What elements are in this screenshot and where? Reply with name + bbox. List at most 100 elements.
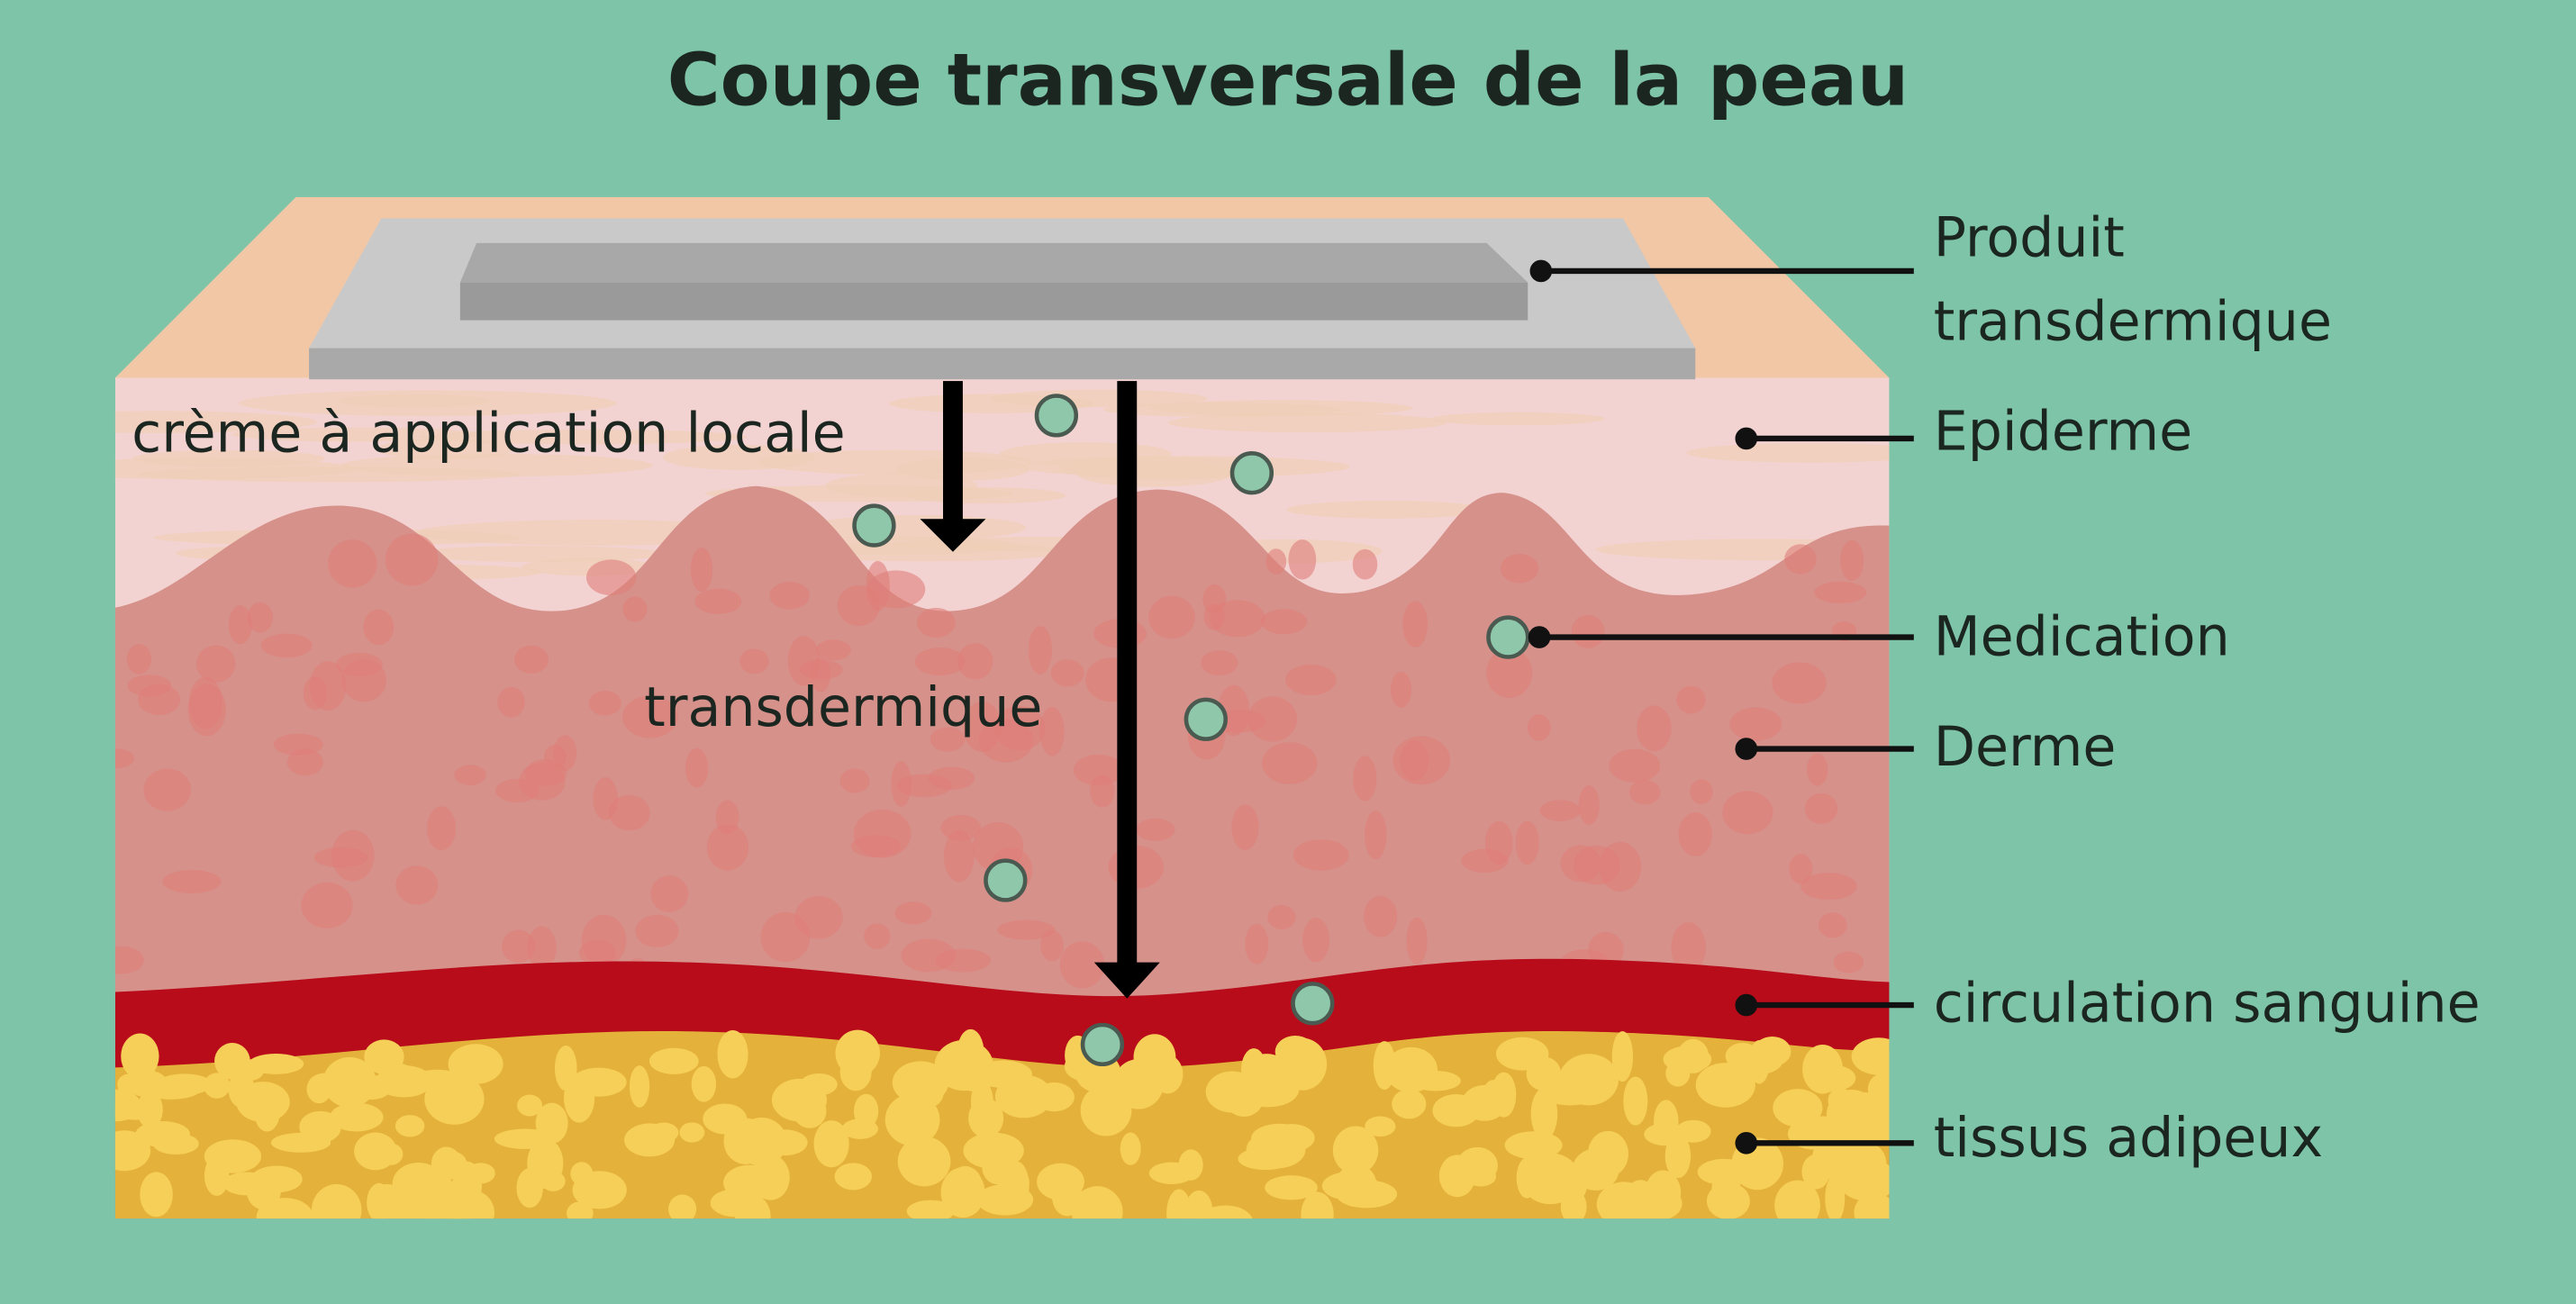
fat-cell (137, 1091, 163, 1128)
dermis-spot (1392, 736, 1451, 785)
fat-cell (1080, 1084, 1132, 1136)
fat-cell (214, 1043, 250, 1080)
fat-cells (114, 1028, 1890, 1219)
dermis-spot (247, 602, 273, 633)
dermis-spot (1028, 626, 1053, 675)
dermis-spot (1406, 917, 1428, 964)
fat-cell (734, 1194, 771, 1219)
epidermis-label: Epiderme (1934, 401, 2192, 464)
medication-particle-icon (1486, 615, 1530, 659)
fat-cell (1321, 1171, 1379, 1200)
fat-cell (306, 1074, 332, 1104)
dermis-spot (635, 914, 679, 948)
dermis-spot (1231, 804, 1259, 850)
fat-cell (649, 1047, 699, 1074)
dermis-spot (1059, 941, 1105, 989)
fat-cell (1631, 1186, 1683, 1219)
dermis-spot (1265, 548, 1287, 575)
dermis-spot (1391, 671, 1412, 708)
fat-cell (466, 1163, 495, 1184)
dermis-spot (739, 648, 769, 675)
dermis-spot (162, 870, 222, 894)
fat-cell (668, 1194, 697, 1219)
fat-cell (834, 1163, 872, 1191)
dermis-spot (1527, 714, 1551, 741)
fat-cell (1365, 1116, 1396, 1137)
product-label-line2: transdermique (1934, 291, 2332, 354)
dermis-spot (1302, 918, 1330, 963)
fat-cell (1854, 1192, 1890, 1219)
fat-cell (270, 1132, 331, 1153)
dermis-spot (850, 835, 902, 858)
fat-cell (554, 1046, 577, 1091)
dermis-spot (1365, 810, 1387, 860)
epidermis-streak (1076, 460, 1232, 487)
dermis-spot (943, 829, 975, 883)
dermis-spot (1804, 792, 1838, 824)
product-label-line1: Produit (1934, 206, 2125, 269)
transdermal-label: transdermique (644, 676, 1042, 739)
dermis-spot (1210, 600, 1265, 638)
fat-cell (1238, 1147, 1294, 1171)
fat-cell (934, 1039, 993, 1091)
dermis-spot (690, 548, 713, 593)
dermis-spot (1800, 873, 1857, 901)
fat-cell (1825, 1174, 1846, 1219)
fat-cell (1301, 1191, 1334, 1219)
dermis-spot (650, 875, 689, 912)
fat-cell (248, 1053, 304, 1074)
dermis-spot (335, 652, 383, 676)
dermis-spot (963, 701, 1002, 753)
dermis-spot (1539, 800, 1581, 822)
epidermis-streak (420, 429, 748, 445)
fat-tissue-label: tissus adipeux (1934, 1107, 2323, 1170)
epidermis-streak (1686, 442, 1890, 463)
dermis-spot (1363, 895, 1398, 937)
fat-cell (1120, 1132, 1141, 1165)
epidermis-streak (340, 453, 653, 477)
leader-lines (1528, 259, 1914, 1155)
epidermis-streak (1285, 500, 1489, 519)
dermis-spot (1722, 791, 1773, 835)
dermis-spot (621, 695, 678, 738)
fat-cell (813, 1120, 849, 1168)
cream-arrow (920, 381, 986, 552)
fat-cell (121, 1033, 159, 1080)
dermis-spot (1578, 784, 1600, 826)
dermis-spot (1678, 811, 1712, 856)
fat-cell (152, 1133, 199, 1155)
dermis-spot (1571, 614, 1605, 648)
fat-cell (204, 1073, 231, 1099)
epidermis-streak (231, 427, 482, 442)
dermis-spot (1203, 603, 1225, 630)
dermis-spot (519, 763, 566, 801)
fat-cell (395, 1115, 425, 1137)
fat-cell (1033, 1082, 1075, 1112)
dermis-spot (331, 829, 375, 882)
medication-particle-icon (1291, 982, 1335, 1026)
medication-particle-icon (1184, 697, 1228, 741)
fat-cell (976, 1183, 1034, 1216)
dermis-spot (894, 901, 932, 925)
dermis-spot (769, 581, 810, 610)
dermis-spot (585, 559, 637, 596)
dermis-spot (935, 948, 992, 973)
fat-cell (1265, 1175, 1318, 1200)
fat-cell (1519, 1159, 1567, 1188)
dermis-spot (1588, 931, 1624, 969)
dermis-spot (195, 645, 236, 683)
epidermis-streak (114, 411, 318, 434)
dermis-spot (815, 639, 851, 661)
transdermal-patch (309, 218, 1696, 380)
dermis-spot (513, 645, 549, 674)
dermis-spot (891, 761, 912, 807)
fat-cell (157, 1073, 213, 1095)
fat-cell (114, 1089, 141, 1122)
fat-cell (1851, 1037, 1890, 1075)
fat-cell (1432, 1093, 1480, 1127)
fat-cell (1410, 1070, 1461, 1091)
dermis-spot (273, 733, 323, 756)
fat-cell (717, 1029, 748, 1079)
dermis-spot (543, 745, 567, 769)
dermis-spot (1050, 659, 1084, 687)
